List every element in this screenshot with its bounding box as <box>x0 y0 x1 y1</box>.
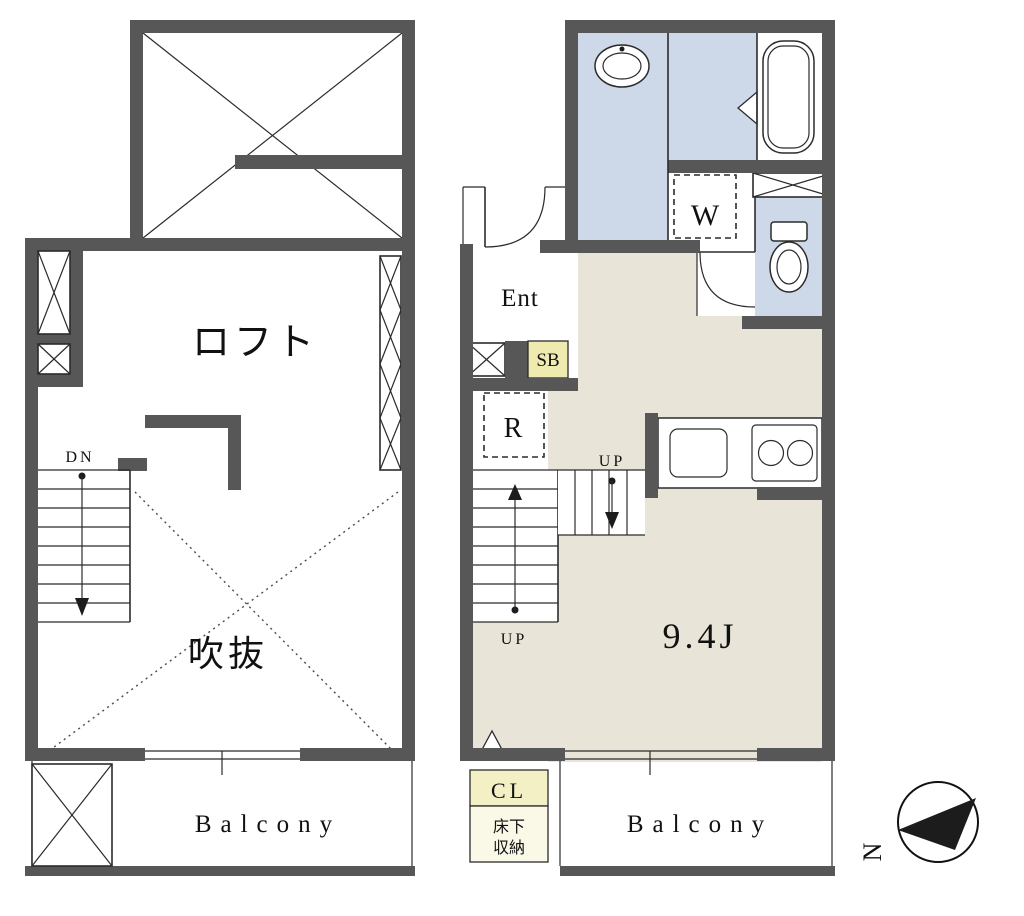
bathtub <box>762 40 815 154</box>
kitchen-sink <box>669 428 728 478</box>
dn-label: DN <box>65 449 94 466</box>
first-floor-balcony-label: Balcony <box>627 811 773 838</box>
front-door <box>462 186 565 248</box>
up-label-lower: UP <box>501 631 527 648</box>
closet-box <box>469 769 549 807</box>
kitchen-counter <box>657 417 823 489</box>
void-area <box>41 491 399 757</box>
loft-floor-plan: ロフト 吹抜 DN Balcony <box>25 20 415 876</box>
stairs-up-upper <box>558 469 645 536</box>
compass: N <box>858 781 979 863</box>
compass-needle <box>898 798 976 850</box>
vent-shaft-box <box>752 172 834 198</box>
toilet-door <box>699 251 756 308</box>
loft-label: ロフト <box>192 322 318 364</box>
stairs-up-lower <box>473 469 559 623</box>
loft-outer-walls <box>25 20 415 761</box>
balcony-shaft-box <box>31 763 113 867</box>
washbasin <box>594 44 650 88</box>
loft-railing <box>379 255 402 471</box>
room-size-label: 9.4J <box>662 616 737 656</box>
toilet-door-arc <box>699 251 756 308</box>
roof-void-block <box>130 20 415 251</box>
washer-label: W <box>691 199 720 232</box>
shower-room-floor <box>668 33 757 160</box>
stair-landing-walls <box>118 415 241 490</box>
shoe-box-label: SB <box>536 350 559 371</box>
first-floor-plan: Ent W SB R UP UP 9.4J CL 床下 収納 Balcony <box>460 20 835 876</box>
burner-left-icon <box>757 439 785 467</box>
front-door-arc <box>484 186 546 248</box>
entrance-label: Ent <box>501 285 539 312</box>
void-label: 吹抜 <box>188 634 268 674</box>
underfloor-label-line1: 床下 <box>493 818 525 836</box>
pipe-shaft-box-upper <box>37 250 71 335</box>
refrigerator-label: R <box>504 413 523 444</box>
refrigerator-space <box>483 392 545 458</box>
stairs-dn <box>38 469 131 623</box>
underfloor-storage-box <box>469 805 549 863</box>
north-label: N <box>858 842 887 861</box>
up-arrow-icon <box>508 484 522 500</box>
first-floor-walls <box>460 20 835 761</box>
underfloor-label-line2: 収納 <box>493 839 525 857</box>
landing-arrow-icon <box>605 512 619 529</box>
loft-balcony <box>25 748 415 876</box>
stove <box>751 424 818 482</box>
up-label-upper: UP <box>599 453 625 470</box>
burner-right-icon <box>786 439 814 467</box>
down-arrow-icon <box>75 598 89 616</box>
toilet <box>769 221 809 293</box>
washer-space <box>673 174 737 239</box>
pipe-shaft-box-lower <box>37 343 71 375</box>
closet-label: CL <box>491 778 527 803</box>
loft-balcony-label: Balcony <box>195 811 341 838</box>
entrance-shaft-box <box>467 342 506 377</box>
shoe-box <box>527 340 569 379</box>
first-floor-balcony <box>559 750 835 876</box>
